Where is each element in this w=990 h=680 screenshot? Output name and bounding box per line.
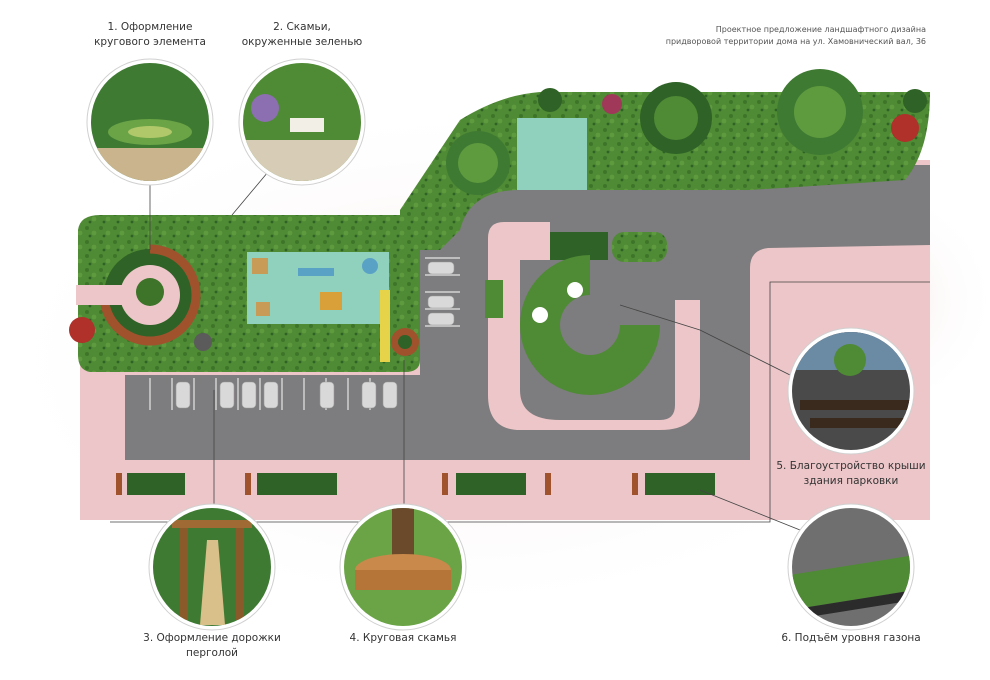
planter <box>194 333 212 351</box>
heading-line-2: придворовой территории дома на ул. Хамов… <box>665 37 926 46</box>
callout-1-caption: 1. Оформление кругового элемента <box>50 20 250 50</box>
callout-1-photo <box>86 58 214 186</box>
callout-1-line-1: 1. Оформление <box>107 21 193 33</box>
playground <box>247 252 389 324</box>
trees <box>446 69 927 195</box>
callout-1-line-2: кругового элемента <box>94 36 206 48</box>
callout-5-line-2: здания парковки <box>803 475 899 487</box>
callout-4-photo <box>339 503 467 631</box>
footpath <box>380 290 390 362</box>
callout-5-caption: 5. Благоустройство крыши здания парковки <box>741 459 961 489</box>
callout-2-line-1: 2. Скамьи, <box>273 21 331 33</box>
callout-3-line-2: перголой <box>186 647 238 659</box>
callout-4-caption: 4. Круговая скамья <box>303 631 503 646</box>
callout-3-line-1: 3. Оформление дорожки <box>143 632 281 644</box>
callout-2-line-2: окруженные зеленью <box>241 36 363 48</box>
callout-6-line-1: 6. Подъём уровня газона <box>781 632 921 644</box>
callout-2-caption: 2. Скамьи, окруженные зеленью <box>202 20 402 50</box>
callout-4-line-1: 4. Круговая скамья <box>349 632 457 644</box>
roof-garden <box>485 222 700 430</box>
callout-3-caption: 3. Оформление дорожки перголой <box>112 631 312 661</box>
circular-garden <box>69 244 201 346</box>
callout-2-photo <box>238 58 366 186</box>
callout-6-photo <box>787 503 915 631</box>
bottom-planters <box>116 473 715 495</box>
parked-cars <box>175 261 455 409</box>
callout-6-caption: 6. Подъём уровня газона <box>751 631 951 646</box>
heading-line-1: Проектное предложение ландшафтного дизай… <box>715 25 926 34</box>
callout-3-photo <box>148 503 276 631</box>
project-heading: Проектное предложение ландшафтного дизай… <box>596 24 926 48</box>
callout-5-line-1: 5. Благоустройство крыши <box>776 460 926 472</box>
